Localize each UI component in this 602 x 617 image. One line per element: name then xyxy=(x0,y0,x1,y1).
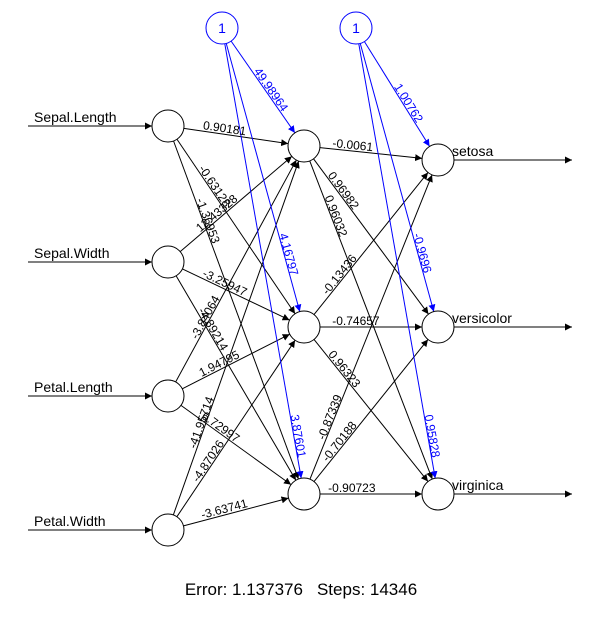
edge-input0-hidden0 xyxy=(183,127,289,147)
input-node-3 xyxy=(151,513,185,547)
edge-hidden0-output0 xyxy=(319,147,423,162)
edge-input3-hidden2 xyxy=(183,496,289,527)
edge-input2-hidden0 xyxy=(175,159,297,383)
input-node-2 xyxy=(151,379,185,413)
edge-bias-hidden1 xyxy=(225,43,302,312)
input-label-1: Sepal.Width xyxy=(34,245,109,261)
edge-hidden0-output1 xyxy=(313,158,429,315)
edge-hidden1-output0 xyxy=(313,172,429,315)
edge-input2-hidden2 xyxy=(180,404,292,486)
output-node-1 xyxy=(421,310,455,344)
bias-node-label-0: 1 xyxy=(218,20,226,36)
hidden-node-1 xyxy=(287,310,321,344)
input-node-0 xyxy=(151,109,185,143)
edge-bias-hidden2 xyxy=(224,43,304,479)
edge-hidden0-output0-weight-label: -0.0061 xyxy=(332,136,374,154)
edge-input0-hidden0-weight-label: 0.90181 xyxy=(202,118,247,138)
input-label-3: Petal.Width xyxy=(34,513,106,529)
input-label-0: Sepal.Length xyxy=(34,109,117,125)
edge-input3-hidden2-weight-label: -3.63741 xyxy=(200,496,250,522)
edge-hidden2-output0 xyxy=(309,174,433,480)
steps-text: Steps: 14346 xyxy=(316,580,418,599)
edge-bias-output0-weight-label: 1.00762 xyxy=(391,81,426,126)
output-node-2 xyxy=(421,477,455,511)
edge-input0-hidden1 xyxy=(176,138,296,315)
hidden-node-2 xyxy=(287,477,321,511)
edge-bias-output2-weight-label: 0.95828 xyxy=(422,414,443,459)
error-text: Error: 1.137376 xyxy=(184,580,303,599)
edge-bias-hidden0-weight-label: 49.98964 xyxy=(251,65,291,114)
edge-hidden1-output2-weight-label: 0.96323 xyxy=(325,348,363,391)
edge-bias-output1-weight-label: -0.9696 xyxy=(410,232,434,275)
edge-bias-hidden2-weight-label: 3.87601 xyxy=(288,414,309,459)
bias-node-1 xyxy=(339,11,373,45)
edge-input1-hidden2 xyxy=(175,275,297,481)
bias-node-label-1: 1 xyxy=(352,20,360,36)
edge-input0-hidden2 xyxy=(173,140,300,480)
edge-hidden2-output2-weight-label: -0.90723 xyxy=(328,481,376,495)
bias-node-0 xyxy=(205,11,239,45)
training-summary: Error: 1.137376 Steps: 14346 xyxy=(0,580,602,600)
input-node-1 xyxy=(151,245,185,279)
edge-bias-hidden1-weight-label: 4.16797 xyxy=(276,232,301,278)
edge-hidden2-output1 xyxy=(313,339,429,482)
output-node-0 xyxy=(421,143,455,177)
input-label-2: Petal.Length xyxy=(34,379,113,395)
edge-input2-hidden1 xyxy=(182,333,290,390)
edge-bias-output2 xyxy=(358,43,438,479)
hidden-node-0 xyxy=(287,129,321,163)
output-label-2: virginica xyxy=(452,477,504,493)
edge-bias-hidden0 xyxy=(230,40,296,134)
edge-input3-hidden0 xyxy=(172,160,300,516)
edge-bias-output0 xyxy=(364,41,430,147)
neural-network-diagram: Sepal.LengthSepal.WidthPetal.LengthPetal… xyxy=(28,11,572,547)
edge-input1-hidden0 xyxy=(179,156,293,252)
edge-input3-hidden1 xyxy=(176,340,296,517)
edge-bias-output1 xyxy=(359,43,436,312)
output-label-1: versicolor xyxy=(452,310,512,326)
output-label-0: setosa xyxy=(452,143,493,159)
edge-hidden1-output1-weight-label: -0.74657 xyxy=(332,314,380,328)
edge-hidden0-output2 xyxy=(309,160,434,480)
edge-input1-hidden1-weight-label: -3.25947 xyxy=(200,266,249,299)
